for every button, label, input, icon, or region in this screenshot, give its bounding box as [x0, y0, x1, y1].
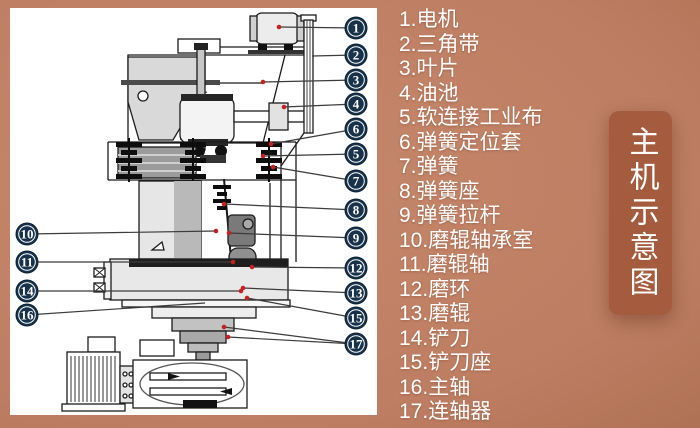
callout-2: 2	[344, 43, 368, 67]
leader-lines	[26, 24, 357, 345]
part-label: 9.弹簧拉杆	[399, 204, 501, 227]
callout-number: 9	[353, 231, 360, 246]
leader-line-10	[26, 230, 217, 235]
target-marker-1	[276, 24, 282, 30]
part-label: 4.油池	[399, 81, 459, 105]
callout-11: 11	[15, 250, 39, 274]
callout-number: 11	[21, 255, 33, 270]
callout-13: 13	[344, 281, 368, 305]
part-label: 17.连轴器	[399, 400, 492, 423]
part-label: 3.叶片	[399, 57, 459, 80]
part-label: 11.磨辊轴	[399, 253, 490, 276]
title-banner: 主机示意图	[609, 111, 672, 315]
callout-10: 10	[15, 222, 39, 246]
part-label: 2.三角带	[399, 32, 480, 56]
callout-number: 7	[353, 174, 360, 189]
target-marker-14	[238, 288, 244, 294]
part-label: 7.弹簧	[399, 155, 459, 178]
callout-14: 14	[15, 279, 39, 303]
callout-number: 10	[21, 227, 34, 242]
target-marker-15	[244, 295, 250, 301]
target-marker-17	[225, 334, 231, 340]
callout-7: 7	[344, 169, 368, 193]
callout-number: 8	[353, 203, 360, 218]
leader-line-16	[26, 302, 206, 316]
callout-3: 3	[344, 68, 368, 92]
callout-6: 6	[344, 117, 368, 141]
callout-number: 17	[350, 337, 364, 352]
coupling	[171, 317, 235, 361]
banner-title: 主机示意图	[624, 125, 658, 301]
callout-1: 1	[344, 16, 368, 40]
target-marker-10	[213, 228, 219, 234]
leader-line-7	[272, 166, 357, 182]
gearbox	[132, 339, 248, 409]
part-label: 15.铲刀座	[399, 351, 492, 374]
target-marker-5	[260, 153, 266, 159]
target-marker-6	[268, 141, 274, 147]
part-label: 5.软连接工业布	[399, 106, 543, 129]
callout-17: 17	[344, 332, 368, 356]
part-label: 12.磨环	[399, 277, 471, 301]
callout-number: 2	[353, 48, 360, 63]
callout-number: 1	[353, 21, 360, 36]
target-marker-17	[221, 324, 227, 330]
part-label: 13.磨辊	[399, 302, 471, 325]
callout-4: 4	[344, 92, 368, 116]
leader-line-5	[262, 153, 357, 157]
callout-number: 13	[350, 286, 364, 301]
leader-line-12	[251, 266, 357, 269]
callout-8: 8	[344, 198, 368, 222]
leader-line-4	[283, 103, 357, 108]
callout-number: 16	[21, 308, 35, 323]
target-marker-12	[249, 264, 255, 270]
callout-12: 12	[344, 256, 368, 280]
machine-drawing	[61, 12, 317, 412]
grinding-chamber	[93, 258, 291, 319]
callout-9: 9	[344, 226, 368, 250]
leader-line-3	[262, 79, 357, 83]
base-motor	[61, 336, 138, 412]
callout-number: 12	[350, 261, 363, 276]
part-label: 6.弹簧定位套	[399, 130, 522, 154]
springs	[116, 138, 282, 182]
callout-number: 15	[350, 311, 364, 326]
target-marker-7	[270, 164, 276, 170]
leader-line-1	[278, 26, 357, 29]
callout-number: 5	[353, 147, 360, 162]
target-marker-3	[260, 79, 266, 85]
leader-line-13	[242, 287, 357, 294]
callout-16: 16	[15, 303, 39, 327]
part-label: 14.铲刀	[399, 326, 471, 350]
v-belt	[280, 14, 317, 167]
leader-line-17	[223, 326, 357, 345]
top-motor	[248, 12, 310, 54]
leader-line-15	[246, 297, 357, 319]
callout-5: 5	[344, 142, 368, 166]
callout-number: 14	[21, 284, 35, 299]
part-label: 8.弹簧座	[399, 179, 480, 203]
target-marker-9	[226, 230, 232, 236]
leader-line-9	[228, 232, 357, 239]
leader-line-6	[270, 128, 357, 145]
part-label: 16.主轴	[399, 375, 471, 399]
leader-line-8	[223, 203, 357, 211]
callout-number: 4	[353, 97, 360, 112]
callout-number: 6	[353, 122, 360, 137]
roller-assembly	[138, 178, 268, 290]
target-marker-8	[221, 201, 227, 207]
callout-15: 15	[344, 306, 368, 330]
part-label: 1.电机	[399, 8, 459, 31]
part-label: 10.磨辊轴承室	[399, 228, 534, 252]
target-marker-11	[230, 259, 236, 265]
target-marker-4	[281, 104, 287, 110]
leader-line-17	[227, 336, 357, 345]
callout-number: 3	[353, 73, 360, 88]
